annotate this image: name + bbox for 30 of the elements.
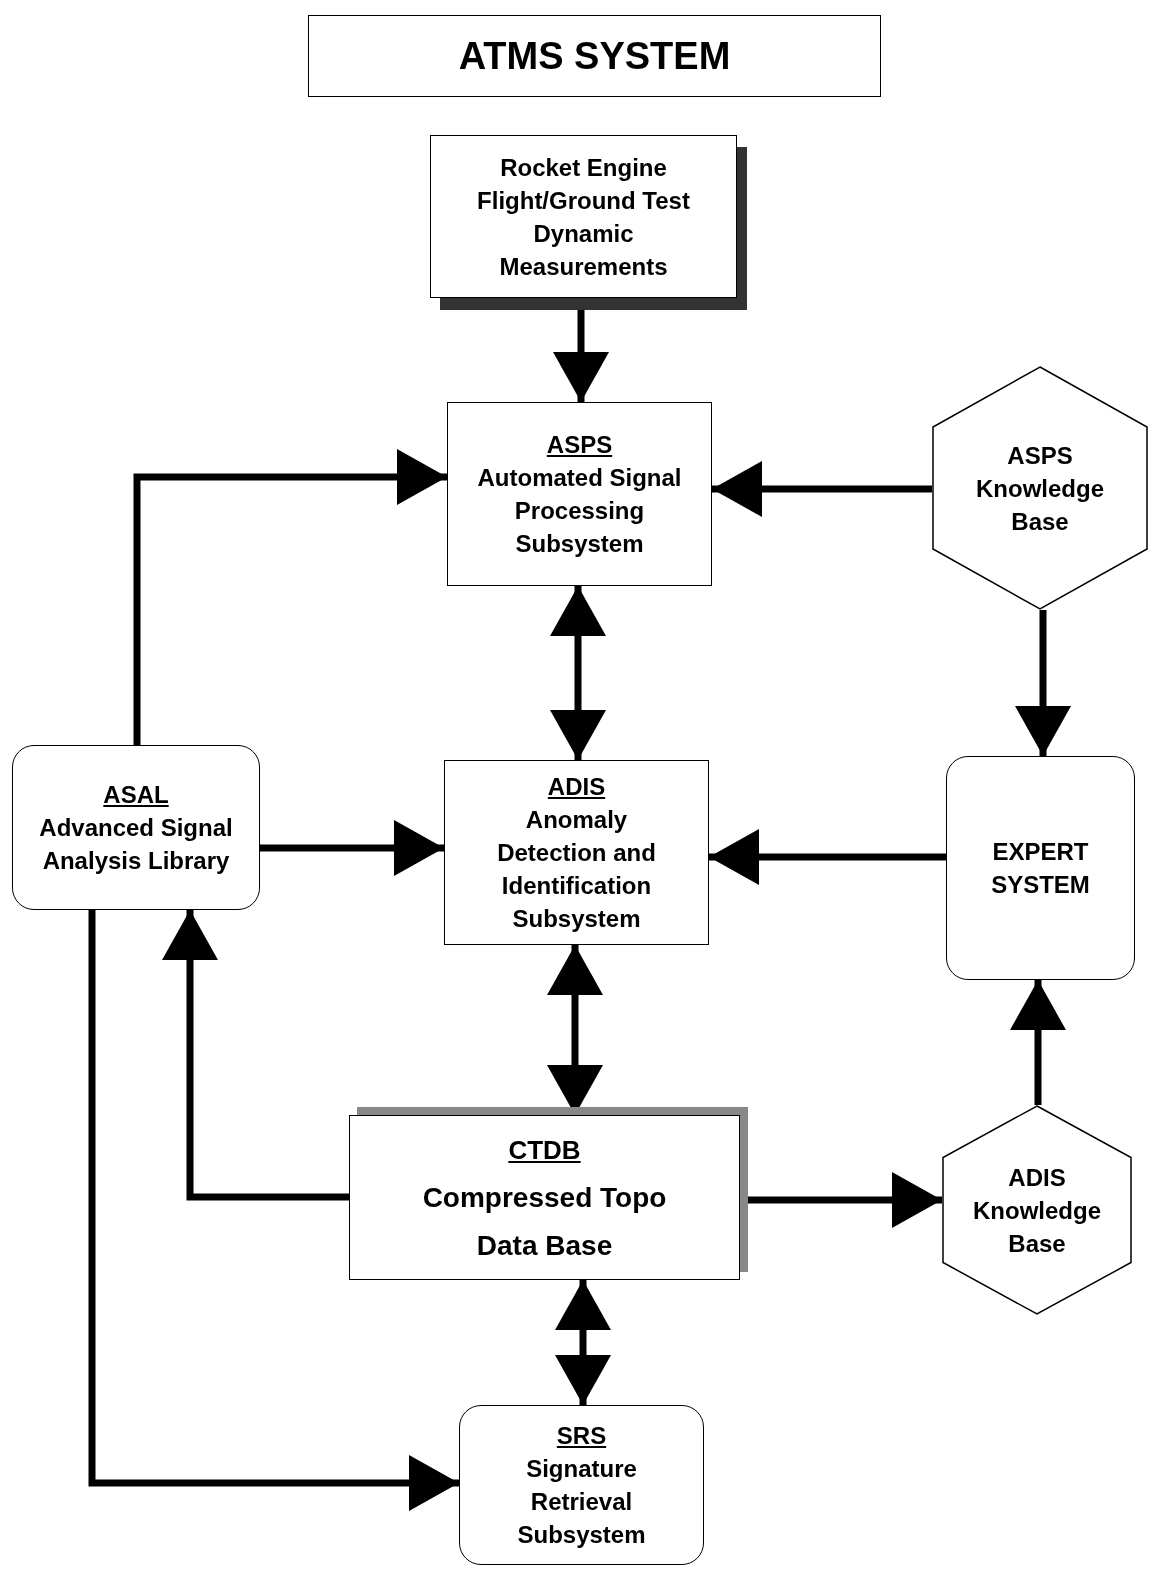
subsystem-box bbox=[946, 756, 1135, 980]
node-label: Compressed Topo Data Base bbox=[421, 1180, 668, 1263]
arrow bbox=[162, 910, 349, 1201]
subsystem-box bbox=[12, 745, 260, 910]
arrow bbox=[550, 586, 606, 760]
node-heading: ASPS bbox=[546, 430, 613, 460]
process-box bbox=[444, 760, 709, 945]
arrow bbox=[1010, 980, 1066, 1105]
node-label: Anomaly Detection and Identification Subsystem bbox=[496, 805, 657, 934]
arrow bbox=[709, 829, 946, 885]
node-heading: ASAL bbox=[103, 780, 169, 810]
node-label: ADIS Knowledge Base bbox=[972, 1162, 1102, 1259]
arrow bbox=[133, 449, 447, 745]
node-label: Rocket Engine Flight/Ground Test Dynamic Measurements bbox=[476, 152, 691, 282]
node-label: ASPS Knowledge Base bbox=[975, 440, 1105, 537]
node-label: Signature Retrieval Subsystem bbox=[516, 1454, 647, 1550]
node-label: Automated Signal Processing Subsystem bbox=[476, 463, 683, 559]
node-heading: CTDB bbox=[508, 1133, 581, 1167]
node-heading: SRS bbox=[556, 1421, 607, 1451]
arrow bbox=[260, 820, 444, 876]
node-label: Advanced Signal Analysis Library bbox=[38, 813, 234, 876]
node-heading: ADIS bbox=[547, 772, 606, 802]
subsystem-box bbox=[459, 1405, 704, 1565]
arrow bbox=[712, 461, 932, 517]
arrow bbox=[555, 1280, 611, 1405]
node-label: EXPERT SYSTEM bbox=[990, 837, 1091, 900]
arrow bbox=[88, 910, 459, 1511]
title: ATMS SYSTEM bbox=[308, 15, 881, 97]
arrow bbox=[1015, 610, 1071, 756]
process-box bbox=[447, 402, 712, 586]
